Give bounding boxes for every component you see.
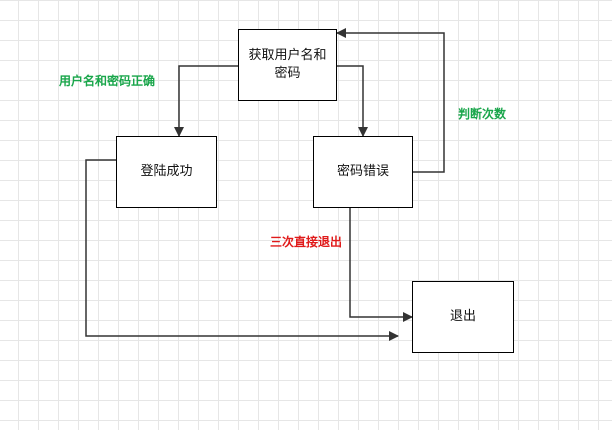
label-credentials-correct: 用户名和密码正确 <box>59 74 156 88</box>
node-get-credentials-label: 获取用户名和密码 <box>248 48 327 81</box>
edge-to-exit-from-login <box>85 159 399 341</box>
edge-to-login-success <box>174 65 238 137</box>
label-check-count: 判断次数 <box>458 107 507 121</box>
node-exit[interactable]: 退出 <box>412 281 514 353</box>
node-get-credentials[interactable]: 获取用户名和密码 <box>238 29 337 101</box>
node-password-error-label: 密码错误 <box>336 164 389 179</box>
edge-to-exit-from-error <box>349 208 413 322</box>
node-login-success-label: 登陆成功 <box>140 164 193 179</box>
node-login-success[interactable]: 登陆成功 <box>116 136 217 208</box>
label-three-times-exit: 三次直接退出 <box>270 235 343 249</box>
node-password-error[interactable]: 密码错误 <box>313 136 413 208</box>
edge-loop-to-get-credentials <box>336 28 445 173</box>
node-exit-label: 退出 <box>449 309 476 324</box>
edge-to-password-error <box>337 65 368 137</box>
